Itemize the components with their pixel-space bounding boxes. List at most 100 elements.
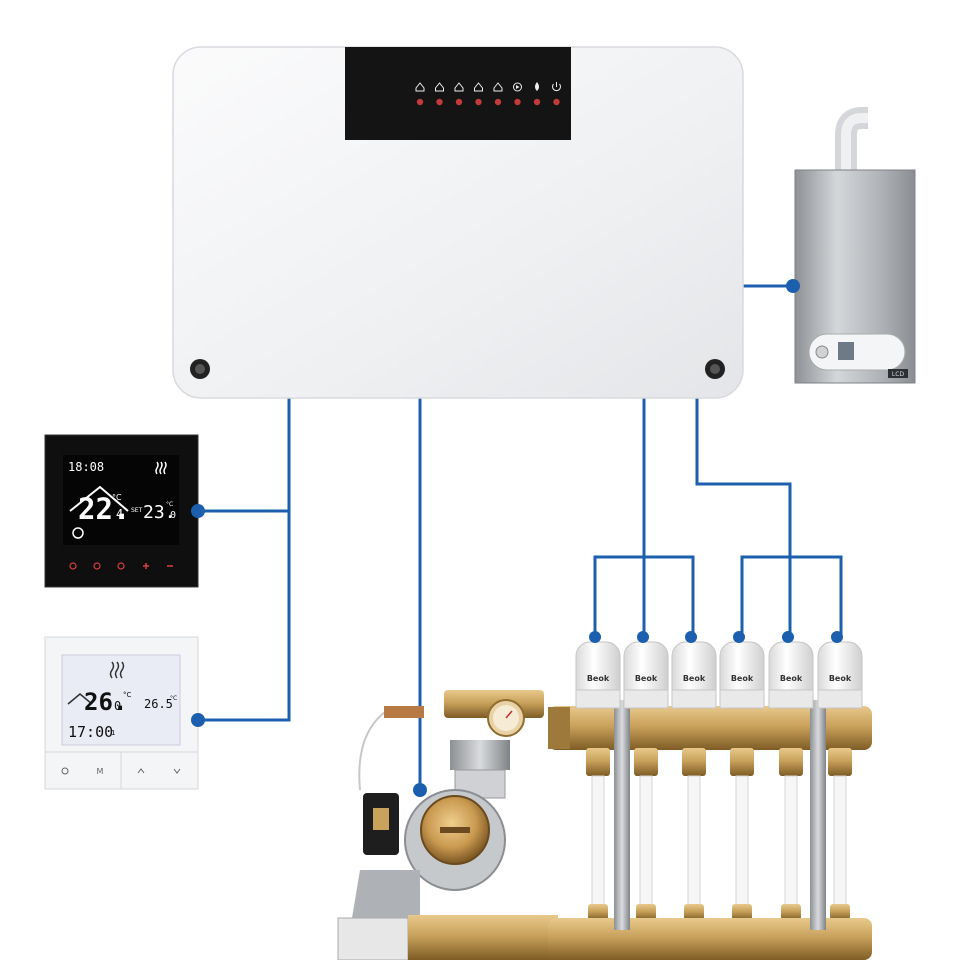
wire-actuator-5: [695, 398, 792, 636]
connector-dot: [413, 783, 427, 797]
black-thermostat-room-decimal: 4: [116, 507, 123, 521]
heat-waves-icon: [109, 661, 125, 679]
home-icon: [69, 485, 129, 512]
connector-dot: [685, 631, 697, 643]
pipe-fitting: [828, 748, 852, 776]
white-thermostat-set-temp: 26.5: [144, 697, 173, 711]
actuator: Beok: [817, 631, 863, 709]
pipe-fitting: [730, 748, 754, 776]
actuator-brand: Beok: [683, 674, 706, 683]
pipe: [639, 775, 653, 907]
white-thermostat-set-unit: °C: [170, 695, 177, 702]
white-thermostat-room-unit: °C: [123, 691, 132, 699]
hub-led: [553, 98, 560, 106]
home-icon: [67, 693, 93, 705]
actuator: Beok: [575, 631, 621, 709]
pipe-fitting: [684, 904, 704, 920]
black-thermostat-set-label: SET: [131, 507, 143, 514]
home-icon: [435, 82, 444, 92]
home-icon: [415, 82, 425, 92]
white-thermostat-room-decimal: 0: [114, 699, 121, 713]
power-icon[interactable]: [61, 767, 69, 775]
heat-waves-icon: [155, 461, 167, 475]
thermostat-white: 26. 0 °C 26.5 °C 17:00 1 M: [44, 636, 199, 790]
black-thermostat-clock: 18:08: [68, 460, 104, 474]
power-icon: [552, 82, 561, 92]
down-icon[interactable]: [173, 768, 181, 774]
pipe: [784, 775, 798, 907]
actuator-brand: Beok: [780, 674, 803, 683]
hub-led: [475, 98, 482, 106]
actuator: Beok: [671, 631, 717, 709]
flame-icon: [535, 82, 539, 91]
pipe-fitting: [682, 748, 706, 776]
thermostat-black: 18:08 22. 4 °C SET 23. 0 °C: [44, 434, 199, 588]
hub-led: [533, 98, 541, 106]
white-thermostat-day: 1: [111, 729, 115, 737]
actuator-brand: Beok: [635, 674, 658, 683]
pipe-fitting: [636, 904, 656, 920]
black-thermostat-room-unit: °C: [112, 493, 122, 502]
pipe-fitting: [781, 904, 801, 920]
wire-actuator-pair-1: [593, 555, 695, 636]
hub-led: [455, 98, 463, 106]
connector-dot: [637, 631, 649, 643]
black-thermostat-room-temp: 22.: [78, 492, 130, 526]
snowflake-icon[interactable]: [69, 562, 77, 570]
pipe: [735, 775, 749, 907]
connector-dot: [191, 504, 205, 518]
manifold-ports: [586, 748, 852, 920]
hub-led: [436, 98, 443, 106]
control-hub: [172, 46, 744, 399]
connector-dot: [786, 279, 800, 293]
wiring: [198, 284, 843, 790]
wire-actuator-pair-2: [740, 555, 843, 636]
actuator: Beok: [768, 631, 814, 709]
pipe: [687, 775, 701, 907]
actuator: Beok: [623, 631, 669, 709]
black-thermostat-set-unit: °C: [166, 501, 173, 508]
white-thermostat-clock: 17:00: [68, 723, 113, 741]
hub-led: [494, 98, 502, 106]
mode-button[interactable]: M: [97, 767, 104, 776]
connector-dot: [782, 631, 794, 643]
plus-icon[interactable]: [143, 563, 149, 569]
clock-icon: [72, 527, 84, 539]
pipe-fitting: [779, 748, 803, 776]
pipe-fitting: [830, 904, 850, 920]
actuator: Beok: [719, 631, 765, 709]
pipe-fitting: [634, 748, 658, 776]
actuator-brand: Beok: [731, 674, 754, 683]
play-icon: [513, 82, 522, 92]
home-icon: [454, 82, 464, 92]
connector-dot: [831, 631, 843, 643]
up-icon[interactable]: [137, 768, 145, 774]
hub-led: [416, 98, 424, 106]
black-thermostat-buttons: [69, 562, 173, 570]
hub-icons: [415, 82, 561, 106]
pipe-fitting: [732, 904, 752, 920]
power-icon[interactable]: [117, 562, 125, 570]
connector-dot: [733, 631, 745, 643]
white-thermostat-buttons: M: [61, 767, 181, 776]
connector-dot: [191, 713, 205, 727]
pipe: [833, 775, 847, 907]
manifold-brackets: [614, 700, 826, 930]
white-thermostat-room-temp: 26.: [84, 688, 127, 716]
pump-group: [337, 690, 558, 960]
black-thermostat-set-temp: 23.: [143, 502, 176, 523]
home-icon: [474, 82, 483, 92]
connector-dot: [589, 631, 601, 643]
black-thermostat-set-decimal: 0: [170, 510, 176, 521]
wire-thermostats: [198, 398, 291, 722]
actuator-brand: Beok: [587, 674, 610, 683]
pipe-fitting: [586, 748, 610, 776]
pipe: [591, 775, 605, 907]
boiler-badge: LCD: [892, 371, 905, 378]
pipe-fitting: [588, 904, 608, 920]
boiler: LCD: [794, 107, 916, 384]
gear-icon[interactable]: [93, 562, 101, 570]
